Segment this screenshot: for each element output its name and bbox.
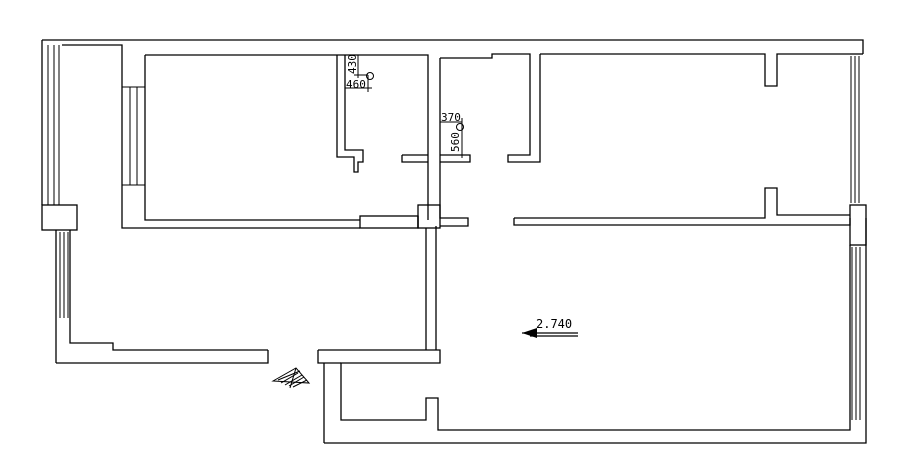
level-arrow-icon <box>522 328 578 338</box>
window-left-bottom <box>59 232 69 318</box>
dimension-370: 370 <box>440 111 462 124</box>
dim-370-label: 370 <box>441 111 461 124</box>
bedroom-right <box>513 53 851 226</box>
north-arrow-icon <box>271 367 311 389</box>
window-right-bottom <box>851 247 861 420</box>
dim-460-label: 460 <box>346 78 366 91</box>
level-marker: 2.740 <box>522 317 578 338</box>
bedroom-left <box>122 54 419 229</box>
bath-block <box>336 54 441 229</box>
window-right-top <box>850 56 860 203</box>
dim-560-label: 560 <box>449 132 462 152</box>
dimension-460: 460 <box>345 72 374 92</box>
living-room-right <box>317 245 851 431</box>
living-room-walls <box>62 44 360 351</box>
dimension-430: 430 <box>346 54 368 78</box>
corridor-walls <box>425 53 541 350</box>
outer-walls <box>41 39 867 444</box>
window-left-top <box>47 45 60 205</box>
dim-430-label: 430 <box>346 54 359 74</box>
level-mark-label: 2.740 <box>536 317 572 331</box>
dimension-560: 560 <box>449 118 464 158</box>
